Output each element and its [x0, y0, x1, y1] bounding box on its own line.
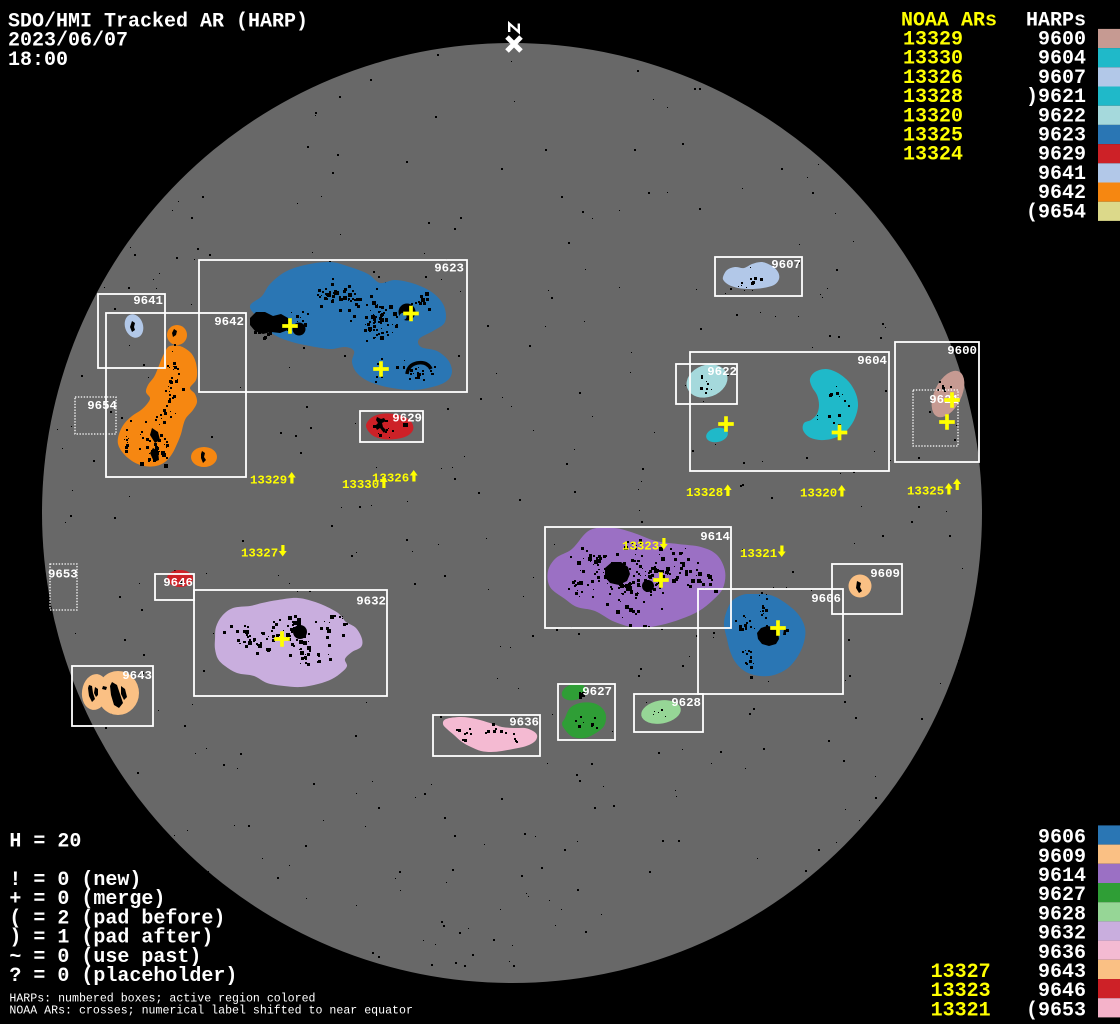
svg-text:9600: 9600 — [1038, 29, 1086, 52]
svg-text:13330: 13330 — [903, 48, 963, 71]
svg-text:9614: 9614 — [1038, 865, 1086, 888]
svg-text:9636: 9636 — [509, 716, 539, 730]
svg-text:9654: 9654 — [87, 399, 117, 413]
svg-text:SDO/HMI Tracked AR (HARP): SDO/HMI Tracked AR (HARP) — [8, 11, 308, 34]
svg-text:~ = 0 (use past): ~ = 0 (use past) — [9, 946, 201, 969]
svg-text:13328: 13328 — [903, 86, 963, 109]
svg-text:9607: 9607 — [1038, 67, 1086, 90]
svg-text:9628: 9628 — [671, 696, 701, 710]
svg-text:9641: 9641 — [133, 294, 163, 308]
svg-text:9614: 9614 — [700, 530, 730, 544]
svg-text:( = 2 (pad before): ( = 2 (pad before) — [9, 907, 225, 930]
svg-text:9642: 9642 — [1038, 182, 1086, 205]
svg-text:NOAA ARs: crosses; numerical l: NOAA ARs: crosses; numerical label shift… — [9, 1005, 413, 1018]
svg-text:9646: 9646 — [1038, 980, 1086, 1003]
svg-text:9609: 9609 — [870, 567, 900, 581]
svg-text:9600: 9600 — [947, 344, 977, 358]
svg-text:9622: 9622 — [1038, 105, 1086, 128]
svg-text:)9621: )9621 — [1026, 86, 1086, 109]
svg-text:H = 20: H = 20 — [9, 831, 81, 854]
svg-text:9607: 9607 — [771, 258, 801, 272]
svg-text:9653: 9653 — [48, 568, 78, 582]
svg-text:13327: 13327 — [931, 961, 991, 984]
svg-text:(9653: (9653 — [1026, 999, 1086, 1022]
svg-text:HARPs: HARPs — [1026, 9, 1086, 32]
svg-text:2023/06/07: 2023/06/07 — [8, 30, 128, 53]
svg-text:13321: 13321 — [740, 547, 777, 561]
svg-text:+ = 0 (merge): + = 0 (merge) — [9, 888, 165, 911]
svg-text:9632: 9632 — [1038, 923, 1086, 946]
svg-text:13325: 13325 — [903, 125, 963, 148]
svg-text:9604: 9604 — [857, 354, 887, 368]
svg-text:NOAA ARs: NOAA ARs — [901, 9, 997, 32]
svg-text:! = 0 (new): ! = 0 (new) — [9, 869, 141, 892]
svg-text:13329: 13329 — [903, 29, 963, 52]
svg-text:13320: 13320 — [903, 105, 963, 128]
svg-text:9642: 9642 — [214, 315, 244, 329]
svg-text:(9654: (9654 — [1026, 201, 1086, 224]
svg-text:13326: 13326 — [903, 67, 963, 90]
svg-text:9622: 9622 — [707, 365, 737, 379]
svg-text:13323: 13323 — [622, 540, 659, 554]
svg-text:9627: 9627 — [1038, 884, 1086, 907]
svg-text:9643: 9643 — [122, 669, 152, 683]
svg-text:9606: 9606 — [811, 592, 841, 606]
svg-text:9604: 9604 — [1038, 48, 1086, 71]
svg-text:13328: 13328 — [686, 486, 723, 500]
svg-text:13321: 13321 — [931, 999, 991, 1022]
svg-text:9627: 9627 — [582, 685, 612, 699]
svg-text:9632: 9632 — [356, 595, 386, 609]
svg-text:9623: 9623 — [434, 262, 464, 276]
svg-text:9641: 9641 — [1038, 163, 1086, 186]
svg-text:13325: 13325 — [907, 485, 944, 499]
svg-text:9606: 9606 — [1038, 827, 1086, 850]
svg-text:13327: 13327 — [241, 547, 278, 561]
svg-text:9623: 9623 — [1038, 125, 1086, 148]
svg-text:13320: 13320 — [800, 487, 837, 501]
svg-text:13323: 13323 — [931, 980, 991, 1003]
svg-text:HARPs: numbered boxes; active: HARPs: numbered boxes; active region col… — [9, 993, 315, 1006]
svg-text:13324: 13324 — [903, 144, 963, 167]
svg-text:9629: 9629 — [1038, 144, 1086, 167]
svg-text:9646: 9646 — [163, 576, 193, 590]
svg-text:9629: 9629 — [392, 412, 422, 426]
svg-text:9636: 9636 — [1038, 942, 1086, 965]
svg-text:9609: 9609 — [1038, 846, 1086, 869]
svg-text:9628: 9628 — [1038, 903, 1086, 926]
svg-text:9643: 9643 — [1038, 961, 1086, 984]
svg-text:) = 1 (pad after): ) = 1 (pad after) — [9, 927, 213, 950]
svg-text:13326: 13326 — [372, 472, 409, 486]
svg-text:18:00: 18:00 — [8, 49, 68, 72]
svg-text:? = 0 (placeholder): ? = 0 (placeholder) — [9, 965, 237, 988]
svg-text:13330: 13330 — [342, 478, 379, 492]
svg-text:13329: 13329 — [250, 474, 287, 488]
